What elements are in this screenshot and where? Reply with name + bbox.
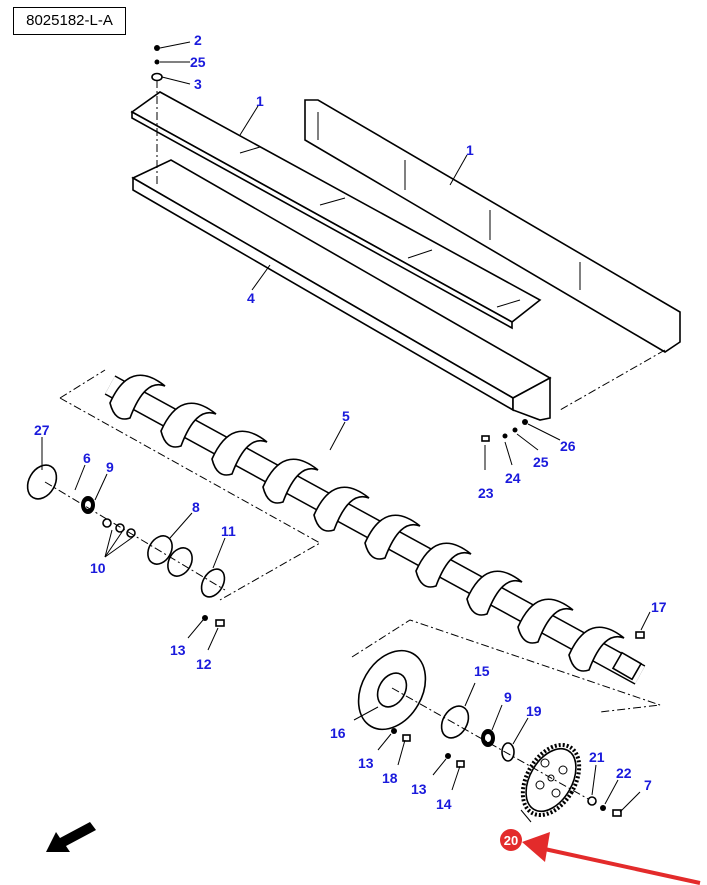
flange-15[interactable] <box>436 701 474 742</box>
callout-15[interactable]: 15 <box>474 663 490 679</box>
callout-1[interactable]: 1 <box>466 142 474 158</box>
auger-flight <box>466 570 523 616</box>
callout-4[interactable]: 4 <box>247 290 255 306</box>
callout-27[interactable]: 27 <box>34 422 50 438</box>
callout-22[interactable]: 22 <box>616 765 632 781</box>
callout-24[interactable]: 24 <box>505 470 521 486</box>
auger-flight <box>109 374 166 420</box>
callout-10[interactable]: 10 <box>90 560 106 576</box>
callout-23[interactable]: 23 <box>478 485 494 501</box>
auger-flight <box>364 514 421 560</box>
callout-25[interactable]: 25 <box>190 54 206 70</box>
callout-17[interactable]: 17 <box>651 599 667 615</box>
orientation-arrow-icon <box>46 822 96 852</box>
red-pointer-arrow <box>522 832 701 885</box>
bottom-plate-4[interactable] <box>131 159 552 421</box>
cover-plate-1a[interactable] <box>130 91 542 330</box>
ring-8a[interactable] <box>143 532 177 569</box>
side-plate-1b[interactable] <box>304 99 681 353</box>
callout-6[interactable]: 6 <box>83 450 91 466</box>
auger-5[interactable] <box>104 374 646 685</box>
callout-13[interactable]: 13 <box>358 755 374 771</box>
callout-19[interactable]: 19 <box>526 703 542 719</box>
callout-13[interactable]: 13 <box>411 781 427 797</box>
callout-13[interactable]: 13 <box>170 642 186 658</box>
auger-flight <box>517 598 574 644</box>
auger-flight <box>160 402 217 448</box>
callout-9[interactable]: 9 <box>106 459 114 475</box>
callout-14[interactable]: 14 <box>436 796 452 812</box>
callout-11[interactable]: 11 <box>221 523 236 539</box>
callout-16[interactable]: 16 <box>330 725 346 741</box>
callout-8[interactable]: 8 <box>192 499 200 515</box>
callout-18[interactable]: 18 <box>382 770 398 786</box>
callout-2[interactable]: 2 <box>194 32 202 48</box>
callout-5[interactable]: 5 <box>342 408 350 424</box>
ring-19[interactable] <box>501 742 515 762</box>
callout-25[interactable]: 25 <box>533 454 549 470</box>
highlighted-callout-20[interactable]: 20 <box>500 829 522 851</box>
ring-8b[interactable] <box>163 544 197 581</box>
ring-27[interactable] <box>22 460 63 504</box>
callout-9[interactable]: 9 <box>504 689 512 705</box>
auger-flight <box>211 430 268 476</box>
auger-flight <box>568 626 625 672</box>
svg-text:20: 20 <box>504 833 518 848</box>
washer-25[interactable] <box>154 59 160 65</box>
auger-flight <box>262 458 319 504</box>
diagram-reference-number: 8025182-L-A <box>13 7 126 35</box>
callout-labels: 2 25 3 1 1 4 5 27 6 9 8 11 10 13 12 26 2… <box>34 32 667 812</box>
sprocket-20[interactable] <box>511 735 591 825</box>
callout-7[interactable]: 7 <box>644 777 652 793</box>
callout-1[interactable]: 1 <box>256 93 264 109</box>
washer-3[interactable] <box>151 72 163 82</box>
callout-21[interactable]: 21 <box>589 749 605 765</box>
callout-3[interactable]: 3 <box>194 76 202 92</box>
callout-12[interactable]: 12 <box>196 656 212 672</box>
callout-26[interactable]: 26 <box>560 438 576 454</box>
auger-flight <box>415 542 472 588</box>
nut-2[interactable] <box>154 45 160 51</box>
auger-flight <box>313 486 370 532</box>
